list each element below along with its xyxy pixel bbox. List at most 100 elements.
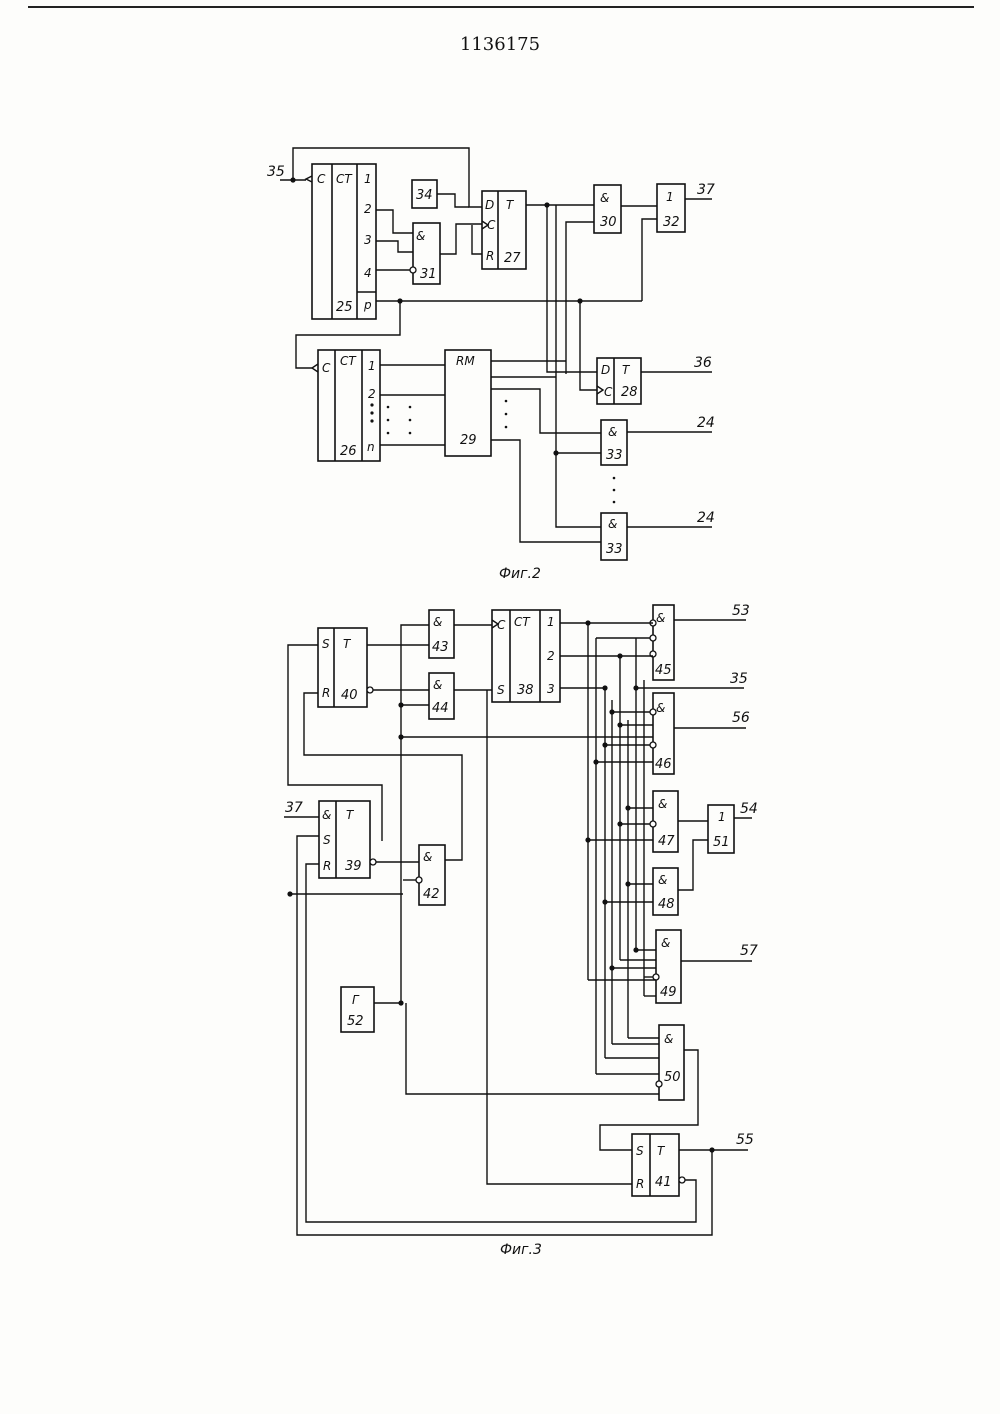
t27-r-label: R [486, 249, 494, 263]
and50-type-label: & [664, 1032, 673, 1046]
ct38-c-label: C [497, 618, 506, 632]
or32-type-label: 1 [666, 190, 674, 204]
t27-type-label: T [506, 198, 515, 212]
ct26-clock-label: C [322, 361, 331, 375]
fig2-output-36: 36 [694, 355, 712, 371]
or-gate-32: 1 32 [657, 184, 685, 232]
ct25-type-label: CT [336, 172, 353, 186]
t41-type-label: T [657, 1144, 666, 1158]
ct25-out1-label: 1 [364, 172, 372, 186]
t39-s-label: S [323, 833, 331, 847]
and-gate-43: & 43 [429, 610, 454, 658]
t39-type-label: T [346, 808, 355, 822]
fig3-wires [284, 620, 752, 1235]
ct38-out1-label: 1 [547, 615, 555, 629]
t41-r-label: R [636, 1177, 644, 1191]
ct25-out4-label: 4 [364, 266, 372, 280]
t40-number: 40 [341, 688, 358, 703]
fig3-output-55: 55 [736, 1132, 754, 1148]
or51-number: 51 [713, 835, 730, 850]
rm29-type-label: RM [456, 354, 475, 368]
and42-number: 42 [423, 887, 440, 902]
and44-type-label: & [433, 678, 442, 692]
and-gate-50: & 50 [656, 1025, 684, 1100]
fig2-input-35: 35 [267, 164, 285, 180]
t27-number: 27 [504, 251, 521, 266]
t40-s-label: S [322, 637, 330, 651]
counter-26: C CT 1 2 n 26 [312, 350, 380, 461]
t40-r-label: R [322, 686, 330, 700]
counter-38: C S CT 1 2 3 38 [492, 610, 560, 702]
counter-25: C CT 1 2 3 4 p 25 [306, 164, 376, 319]
and30-number: 30 [600, 215, 617, 230]
and33a-number: 33 [606, 448, 623, 463]
fig2-caption: Фиг.2 [499, 566, 541, 582]
and-gate-33-top: & 33 [601, 420, 627, 465]
ct38-s-label: S [497, 683, 505, 697]
and45-type-label: & [656, 611, 665, 625]
and43-type-label: & [433, 615, 442, 629]
fig3-output-53: 53 [732, 603, 750, 619]
ct38-number: 38 [517, 683, 534, 698]
trigger-40: S R T 40 [318, 628, 373, 707]
and-gate-46: & 46 [650, 693, 674, 774]
ct26-out1-label: 1 [368, 359, 376, 373]
and49-number: 49 [660, 985, 677, 1000]
or-gate-51: 1 51 [708, 805, 734, 853]
block-34: 34 [412, 180, 437, 208]
t27-d-label: D [485, 198, 494, 212]
t39-and-label: & [322, 808, 331, 822]
trigger-28: D C T 28 [597, 358, 641, 404]
and44-number: 44 [432, 701, 449, 716]
and30-type-label: & [600, 191, 609, 205]
and46-type-label: & [656, 701, 665, 715]
rom-29: RM 29 [445, 350, 491, 456]
ct26-outn-label: n [367, 440, 375, 454]
ct25-out3-label: 3 [364, 233, 372, 247]
and48-type-label: & [658, 873, 667, 887]
trigger-27: D C R T 27 [482, 191, 526, 269]
fig3-output-35: 35 [730, 671, 748, 687]
fig3-output-54: 54 [740, 801, 758, 817]
ct25-number: 25 [336, 300, 353, 315]
and48-number: 48 [658, 897, 675, 912]
gen52-type-label: Г [352, 993, 360, 1007]
t40-type-label: T [343, 637, 352, 651]
ct38-out3-label: 3 [547, 682, 555, 696]
and46-number: 46 [655, 757, 672, 772]
t28-c-label: C [604, 385, 613, 399]
and-gate-30: & 30 [594, 185, 621, 233]
fig2-output-24-bottom: 24 [697, 510, 715, 526]
t28-type-label: T [622, 363, 631, 377]
rm29-number: 29 [460, 433, 477, 448]
and47-type-label: & [658, 797, 667, 811]
fig2-wires [280, 148, 712, 542]
and42-type-label: & [423, 850, 432, 864]
and33a-type-label: & [608, 425, 617, 439]
figure-3: S R T 40 & 43 & 44 C S CT 1 2 3 38 & S R… [284, 603, 758, 1258]
figure-2: C CT 1 2 3 4 p 25 34 D C R T 27 & 31 & 3… [267, 148, 715, 582]
and-gate-31: & 31 [410, 223, 440, 284]
and31-number: 31 [420, 267, 437, 282]
t28-d-label: D [601, 363, 610, 377]
fig3-caption: Фиг.3 [500, 1242, 542, 1258]
gen52-number: 52 [347, 1014, 364, 1029]
and45-number: 45 [655, 663, 672, 678]
ct26-type-label: CT [340, 354, 357, 368]
t28-number: 28 [621, 385, 638, 400]
block34-number: 34 [416, 188, 433, 203]
t39-number: 39 [345, 859, 362, 874]
and49-type-label: & [661, 936, 670, 950]
and47-number: 47 [658, 834, 675, 849]
or51-type-label: 1 [718, 810, 726, 824]
ct38-out2-label: 2 [547, 649, 555, 663]
ct26-out2-label: 2 [368, 387, 376, 401]
ct25-clock-label: C [317, 172, 326, 186]
trigger-39: & S R T 39 [319, 801, 376, 878]
and-gate-49: & 49 [653, 930, 681, 1003]
t41-s-label: S [636, 1144, 644, 1158]
and31-type-label: & [416, 229, 425, 243]
t41-number: 41 [655, 1175, 672, 1190]
